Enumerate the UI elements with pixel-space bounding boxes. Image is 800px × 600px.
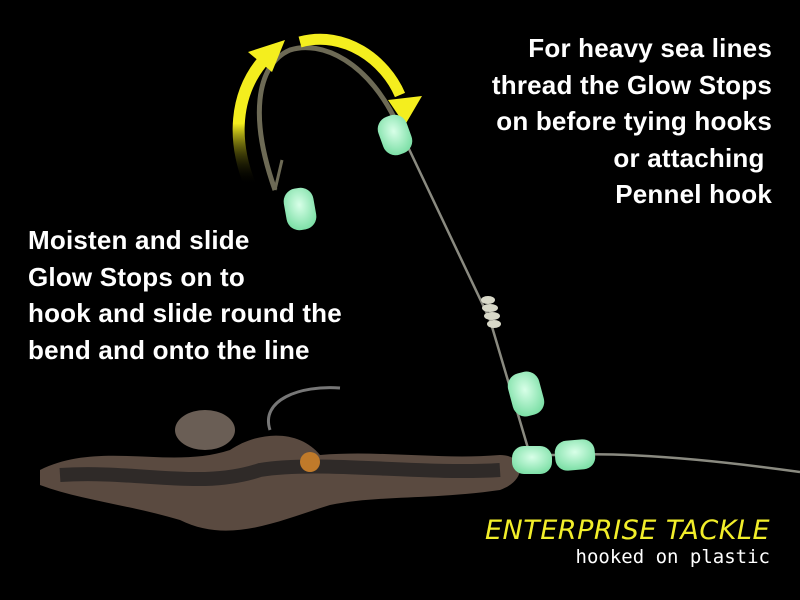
brand-logo: ENTERPRISE TACKLE hooked on plastic <box>485 515 770 569</box>
instruction-line: Glow Stops on to <box>28 261 245 292</box>
glow-stop-bead <box>507 371 545 417</box>
arrow-up-icon <box>232 58 267 188</box>
instruction-line: on before tying hooks <box>496 106 772 136</box>
glow-stops <box>283 114 596 474</box>
brand-tagline: hooked on plastic <box>575 546 770 568</box>
hook <box>256 45 403 191</box>
instruction-line: Pennel hook <box>615 179 772 209</box>
knot <box>481 296 501 328</box>
glow-stop-bead <box>283 187 317 231</box>
worm <box>40 386 520 531</box>
glow-stop-bead <box>554 439 596 471</box>
glow-stop-bead <box>377 114 413 156</box>
slide-instructions: Moisten and slide Glow Stops on to hook … <box>28 222 342 368</box>
heavy-sea-instructions: For heavy sea lines thread the Glow Stop… <box>492 30 772 213</box>
instruction-line: hook and slide round the <box>28 298 342 328</box>
brand-name: ENTERPRISE TACKLE <box>485 515 770 546</box>
instruction-line: Moisten and slide <box>28 225 250 255</box>
instruction-line: or attaching <box>613 142 772 173</box>
instruction-line: bend and onto the line <box>28 334 310 365</box>
glow-stop-bead <box>512 446 552 474</box>
instruction-line: thread the Glow Stops <box>491 69 772 100</box>
arrow-right-icon <box>298 33 406 98</box>
instruction-line: For heavy sea lines <box>528 33 772 63</box>
